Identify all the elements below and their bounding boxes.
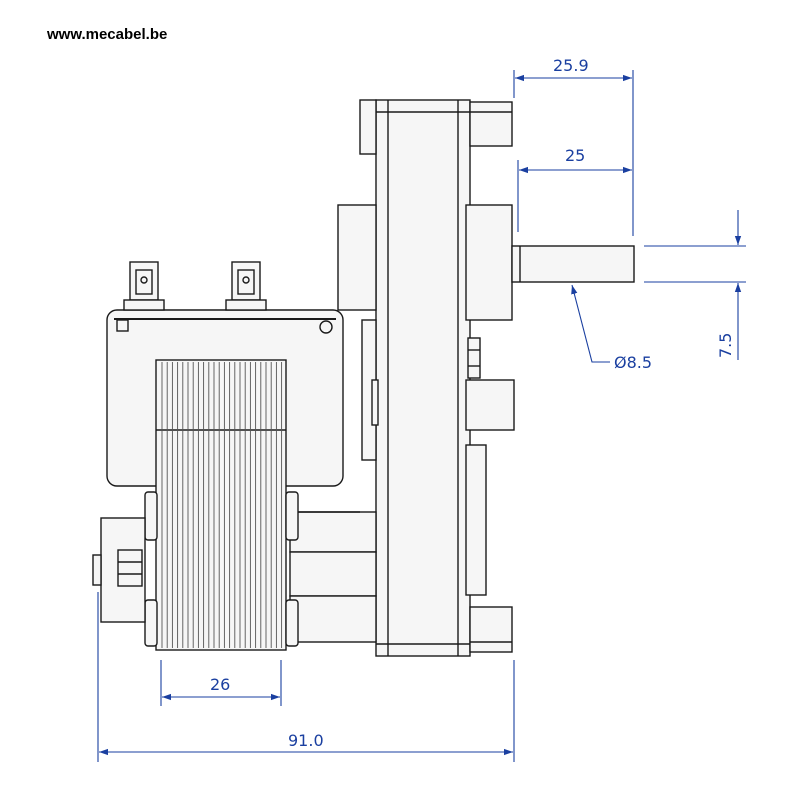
lower-frame (289, 511, 377, 553)
motor-body (92, 99, 635, 657)
dimension-lines (97, 70, 746, 762)
dim-overall-length: 91.0 (288, 731, 324, 750)
dim-coil-width: 26 (210, 675, 230, 694)
gear-housing (465, 204, 513, 321)
dim-shaft-length: 25 (565, 146, 585, 165)
top-bracket (469, 101, 513, 147)
gearbox-nut (467, 337, 481, 379)
bottom-bracket (469, 606, 513, 653)
dim-diameter-leader (571, 284, 610, 363)
dim-shaft-diameter: Ø8.5 (614, 353, 652, 372)
output-shaft (511, 245, 635, 283)
dim-flat-depth: 7.5 (716, 333, 735, 358)
dim-shaft-total: 25.9 (553, 56, 589, 75)
gearbox-plate (375, 99, 471, 657)
site-url: www.mecabel.be (47, 26, 168, 43)
coil-stack (155, 359, 287, 651)
terminal-left (123, 261, 165, 311)
terminal-right (225, 261, 267, 311)
coil-bracket-left (144, 491, 158, 541)
coil-lamination-lines (161, 362, 283, 648)
